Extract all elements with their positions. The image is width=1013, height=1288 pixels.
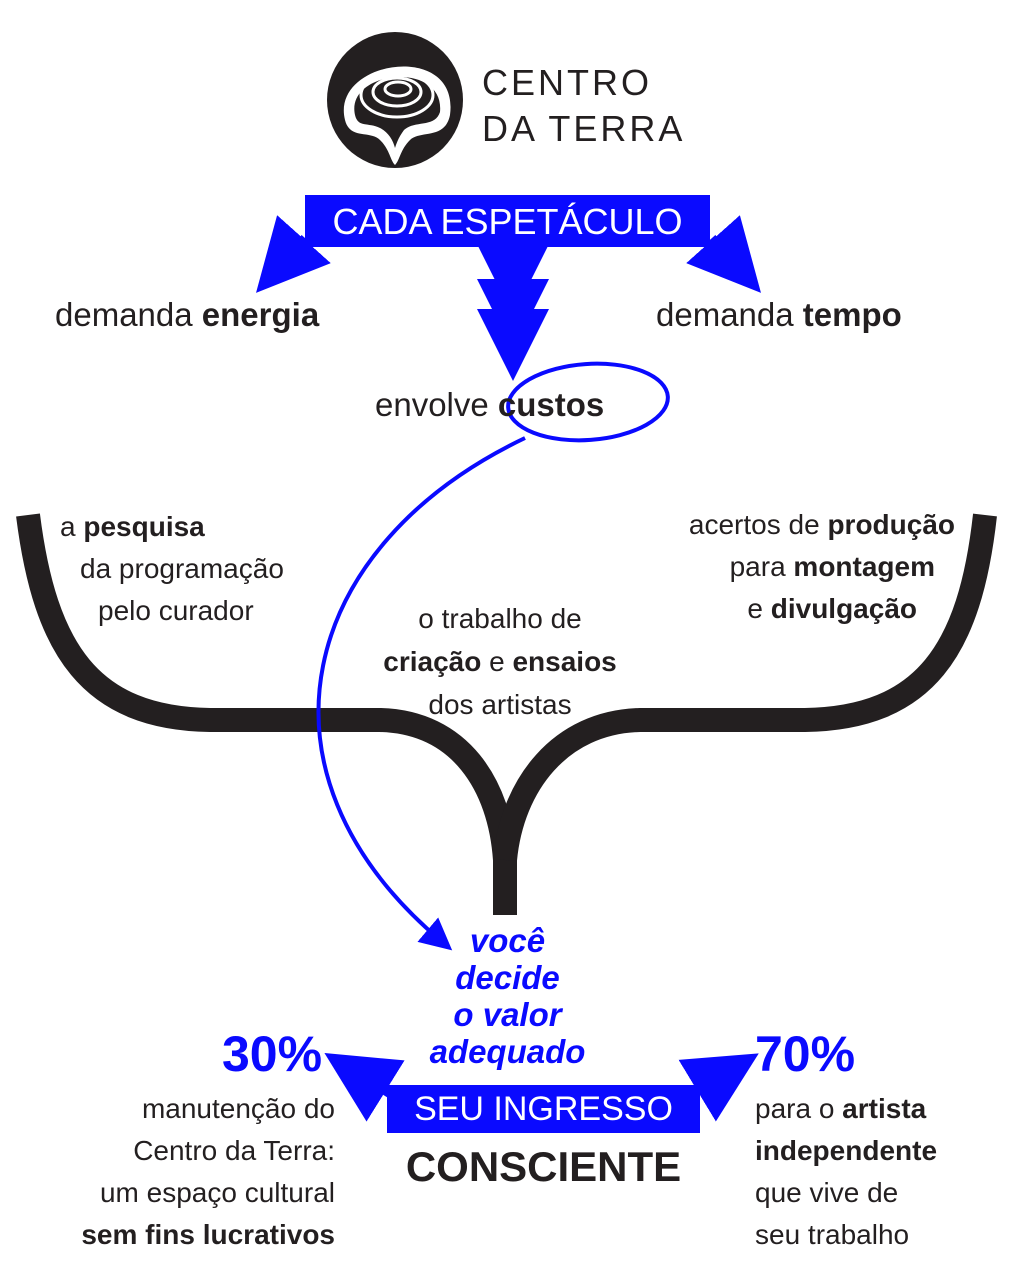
text-demands-left-bold: energia: [201, 296, 320, 333]
text-decide-1: decide: [455, 959, 560, 996]
text-center-block-l3: dos artistas: [428, 689, 572, 720]
text-right-share-l1-bold: artista: [842, 1093, 927, 1124]
fork-bracket: [16, 513, 997, 915]
text-left-share-l2: Centro da Terra:: [133, 1135, 335, 1166]
logo-icon: [327, 32, 463, 168]
text-left-block-l1-bold: pesquisa: [83, 511, 205, 542]
text-left-block-l2: da programação: [80, 553, 284, 584]
text-right-share-l3: que vive de: [755, 1177, 899, 1208]
text-right-share-l4: seu trabalho: [755, 1219, 910, 1250]
text-left-share-l3: um espaço cultural: [99, 1177, 335, 1208]
text-left-share-l1: manutenção do: [141, 1093, 335, 1124]
header-title: CADA ESPETÁCULO: [332, 201, 683, 242]
header-arrows: [256, 215, 761, 381]
text-right-share-l2-bold: independente: [755, 1135, 938, 1166]
costs-text: envolve custos: [375, 386, 604, 424]
arrow-left-icon: [256, 215, 331, 293]
demand-energy: demanda energia: [55, 296, 319, 334]
left-share-text: manutenção do Centro da Terra: um espaço c…: [0, 1088, 335, 1256]
text-left-block-l3: pelo curador: [98, 595, 254, 626]
center-block: o trabalho de criação e ensaios dos arti…: [350, 597, 650, 726]
custos-circle: [506, 361, 670, 443]
text-right-block-l1-pre: acertos de: [688, 509, 828, 540]
decide-curve-arrow: [316, 436, 526, 951]
text-demands-left-pre: demanda: [55, 296, 202, 333]
demand-time: demanda tempo: [656, 296, 902, 334]
text-right-block-l2-bold: montagem: [793, 551, 935, 582]
text-costs-bold: custos: [497, 386, 605, 423]
logo-text: CENTRO DA TERRA: [482, 60, 685, 152]
text-decide-0: você: [469, 922, 546, 959]
text-decide-3: adequado: [429, 1033, 586, 1070]
ticket-subtitle: CONSCIENTE: [405, 1143, 682, 1190]
text-ticket-box: SEU INGRESSO: [414, 1090, 673, 1128]
text-left-share-l4-bold: sem fins lucrativos: [81, 1219, 335, 1250]
logo-line-2: DA TERRA: [482, 108, 686, 149]
text-center-block-l2-bold2: ensaios: [512, 646, 617, 677]
text-center-block-l1: o trabalho de: [418, 603, 582, 634]
percent-30: 30%: [222, 1026, 323, 1082]
text-right-block-l3-pre: e: [747, 593, 771, 624]
logo-line-1: CENTRO: [482, 62, 652, 103]
text-right-share-l1-pre: para o: [755, 1093, 843, 1124]
text-right-block-l2-pre: para: [729, 551, 794, 582]
text-left-block-l1-pre: a: [60, 511, 84, 542]
right-share-text: para o artista independente que vive de seu…: [755, 1088, 937, 1256]
text-decide-2: o valor: [453, 996, 562, 1033]
text-center-block-l2-mid: e: [481, 646, 513, 677]
text-costs-pre: envolve: [375, 386, 498, 423]
arrow-30-icon: [324, 1052, 405, 1122]
text-right-block-l3-bold: divulgação: [770, 593, 917, 624]
ticket-box: SEU INGRESSO: [387, 1085, 700, 1133]
header-box: CADA ESPETÁCULO: [305, 195, 710, 247]
text-demands-right-bold: tempo: [802, 296, 902, 333]
text-right-block-l1-bold: produção: [827, 509, 955, 540]
text-center-block-l2-bold1: criação: [383, 646, 482, 677]
text-demands-right-pre: demanda: [656, 296, 803, 333]
arrow-right-icon: [686, 215, 761, 293]
percent-70: 70%: [755, 1026, 856, 1082]
